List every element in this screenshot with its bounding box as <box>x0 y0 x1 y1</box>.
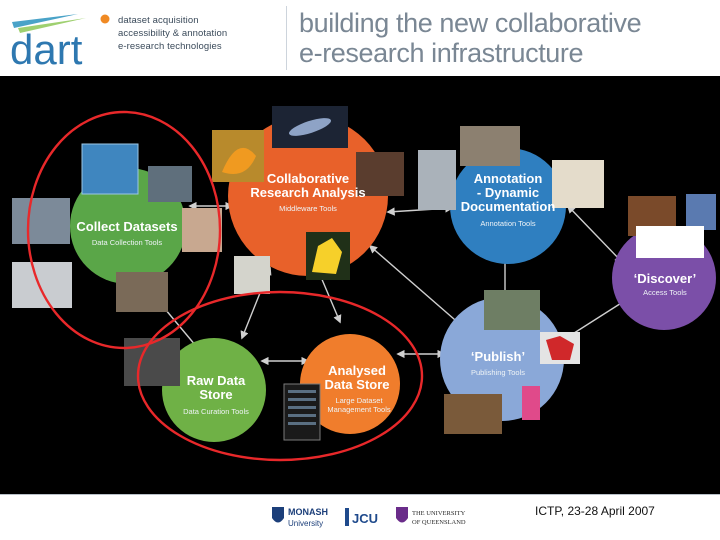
slide-footer: MONASH University JCU THE UNIVERSITY OF … <box>0 494 720 540</box>
photo-thumbnails <box>12 106 716 441</box>
svg-text:OF QUEENSLAND: OF QUEENSLAND <box>412 519 466 526</box>
workflow-diagram <box>12 106 716 462</box>
collab-title-line-1: Collaborative <box>266 171 350 186</box>
annotation-title-line-1: Annotation <box>473 171 543 186</box>
dart-logo: dart <box>10 14 110 70</box>
discover-subtitle: Access Tools <box>643 288 687 297</box>
analysed-title-line-2: Data Store <box>324 377 390 392</box>
raw-data-store-node <box>162 338 266 442</box>
jcu-logo: JCU <box>345 508 378 526</box>
raw-store-title-line-1: Raw Data <box>186 373 246 388</box>
uq-logo: THE UNIVERSITY OF QUEENSLAND <box>396 507 466 526</box>
header-divider <box>286 6 287 70</box>
collect-datasets-subtitle: Data Collection Tools <box>91 238 163 247</box>
raw-store-title-line-2: Store <box>199 387 233 402</box>
slide-title-line-2: e-research infrastructure <box>299 38 584 68</box>
collect-datasets-title: Collect Datasets <box>76 219 178 234</box>
analysed-data-store-node <box>300 334 400 434</box>
publish-subtitle: Publishing Tools <box>470 368 526 377</box>
annotation-node <box>450 148 566 264</box>
svg-text:MONASH: MONASH <box>288 507 328 517</box>
discover-title: ‘Discover’ <box>633 271 697 286</box>
annotation-subtitle: Annotation Tools <box>480 219 536 228</box>
svg-text:dart: dart <box>10 26 83 70</box>
publish-title: ‘Publish’ <box>470 349 526 364</box>
annotation-title-line-3: Documentation <box>460 199 556 214</box>
highlight-ring-collect <box>26 110 222 350</box>
event-caption: ICTP, 23-28 April 2007 <box>535 504 655 518</box>
slide-header: dart dataset acquisition accessibility &… <box>0 0 720 77</box>
footer-divider <box>0 494 720 495</box>
raw-store-subtitle: Data Curation Tools <box>183 407 249 416</box>
diagram-area: Collect Datasets Data Collection Tools C… <box>0 76 720 494</box>
arrow-collab-publish <box>368 244 464 328</box>
collab-subtitle: Middleware Tools <box>279 204 337 213</box>
arrow-annotation-discover <box>566 204 624 264</box>
tagline-line-3: e-research technologies <box>118 41 222 52</box>
annotation-title-line-2: - Dynamic <box>476 185 540 200</box>
svg-text:THE UNIVERSITY: THE UNIVERSITY <box>412 510 466 517</box>
tagline-line-2: accessibility & annotation <box>118 28 228 39</box>
collab-title-line-2: Research Analysis <box>250 185 366 200</box>
slide-title: building the new collaborative e-researc… <box>299 8 714 68</box>
slide-title-line-1: building the new collaborative <box>299 8 642 38</box>
highlight-ring-stores <box>136 290 424 462</box>
monash-logo: MONASH University <box>272 507 328 528</box>
analysed-subtitle: Large Dataset Management Tools <box>327 396 391 414</box>
svg-text:University: University <box>288 519 323 528</box>
svg-text:JCU: JCU <box>352 511 378 526</box>
analysed-title-line-1: Analysed <box>328 363 386 378</box>
tagline-line-1: dataset acquisition <box>118 15 199 26</box>
